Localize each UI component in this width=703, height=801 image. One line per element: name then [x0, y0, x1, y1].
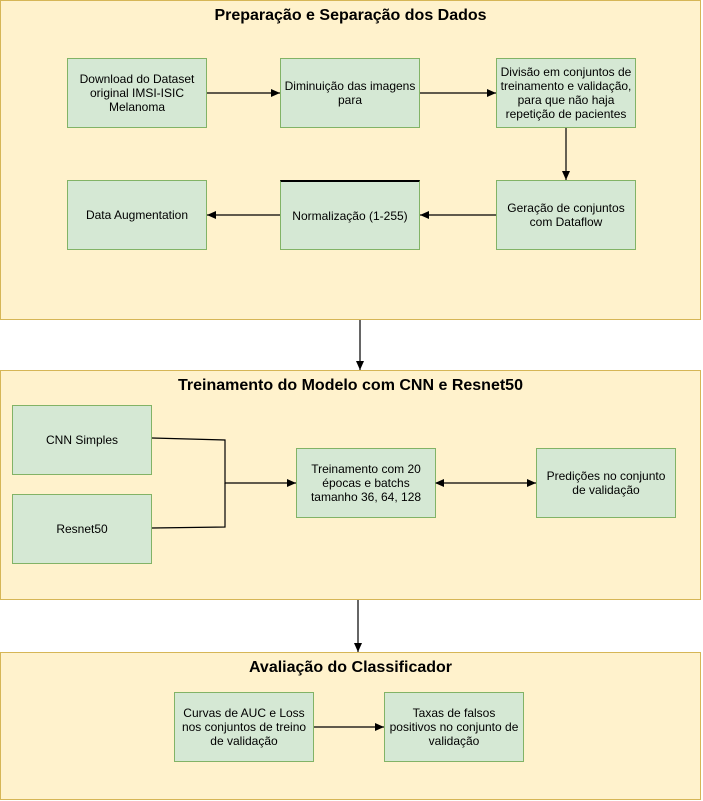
node-data-augmentation-label: Data Augmentation [85, 208, 189, 222]
node-download-dataset[interactable]: Download do Dataset original IMSI-ISIC M… [67, 58, 207, 128]
section-classifier-evaluation: Avaliação do Classificador [0, 652, 701, 800]
node-split-sets-label: Divisão em conjuntos de treinamento e va… [500, 65, 632, 121]
node-dataflow-generation[interactable]: Geração de conjuntos com Dataflow [496, 180, 636, 250]
node-resnet50-label: Resnet50 [56, 522, 108, 536]
section-title-classifier-evaluation: Avaliação do Classificador [248, 659, 453, 676]
node-resnet50[interactable]: Resnet50 [12, 494, 152, 564]
node-download-dataset-label: Download do Dataset original IMSI-ISIC M… [79, 72, 195, 114]
node-predictions[interactable]: Predições no conjunto de validação [536, 448, 676, 518]
node-resize-images-label: Diminuição das imagens para [284, 79, 416, 107]
node-false-positive-rates[interactable]: Taxas de falsos positivos no conjunto de… [384, 692, 524, 762]
node-auc-loss-curves[interactable]: Curvas de AUC e Loss nos conjuntos de tr… [174, 692, 314, 762]
node-cnn-simple-label: CNN Simples [45, 433, 118, 447]
node-resize-images[interactable]: Diminuição das imagens para [280, 58, 420, 128]
node-normalization[interactable]: Normalização (1-255) [280, 180, 420, 250]
section-title-model-training: Treinamento do Modelo com CNN e Resnet50 [178, 377, 523, 394]
node-training-label: Treinamento com 20 épocas e batchs taman… [310, 462, 422, 504]
node-dataflow-generation-label: Geração de conjuntos com Dataflow [507, 201, 625, 229]
node-predictions-label: Predições no conjunto de validação [546, 469, 666, 497]
node-split-sets[interactable]: Divisão em conjuntos de treinamento e va… [496, 58, 636, 128]
node-data-augmentation[interactable]: Data Augmentation [67, 180, 207, 250]
node-cnn-simple[interactable]: CNN Simples [12, 405, 152, 475]
node-training[interactable]: Treinamento com 20 épocas e batchs taman… [296, 448, 436, 518]
node-normalization-label: Normalização (1-255) [292, 208, 408, 223]
section-title-data-preparation: Preparação e Separação dos Dados [214, 7, 487, 24]
node-false-positive-rates-label: Taxas de falsos positivos no conjunto de… [389, 706, 519, 748]
node-auc-loss-curves-label: Curvas de AUC e Loss nos conjuntos de tr… [181, 706, 307, 748]
section-data-preparation: Preparação e Separação dos Dados [0, 0, 701, 320]
